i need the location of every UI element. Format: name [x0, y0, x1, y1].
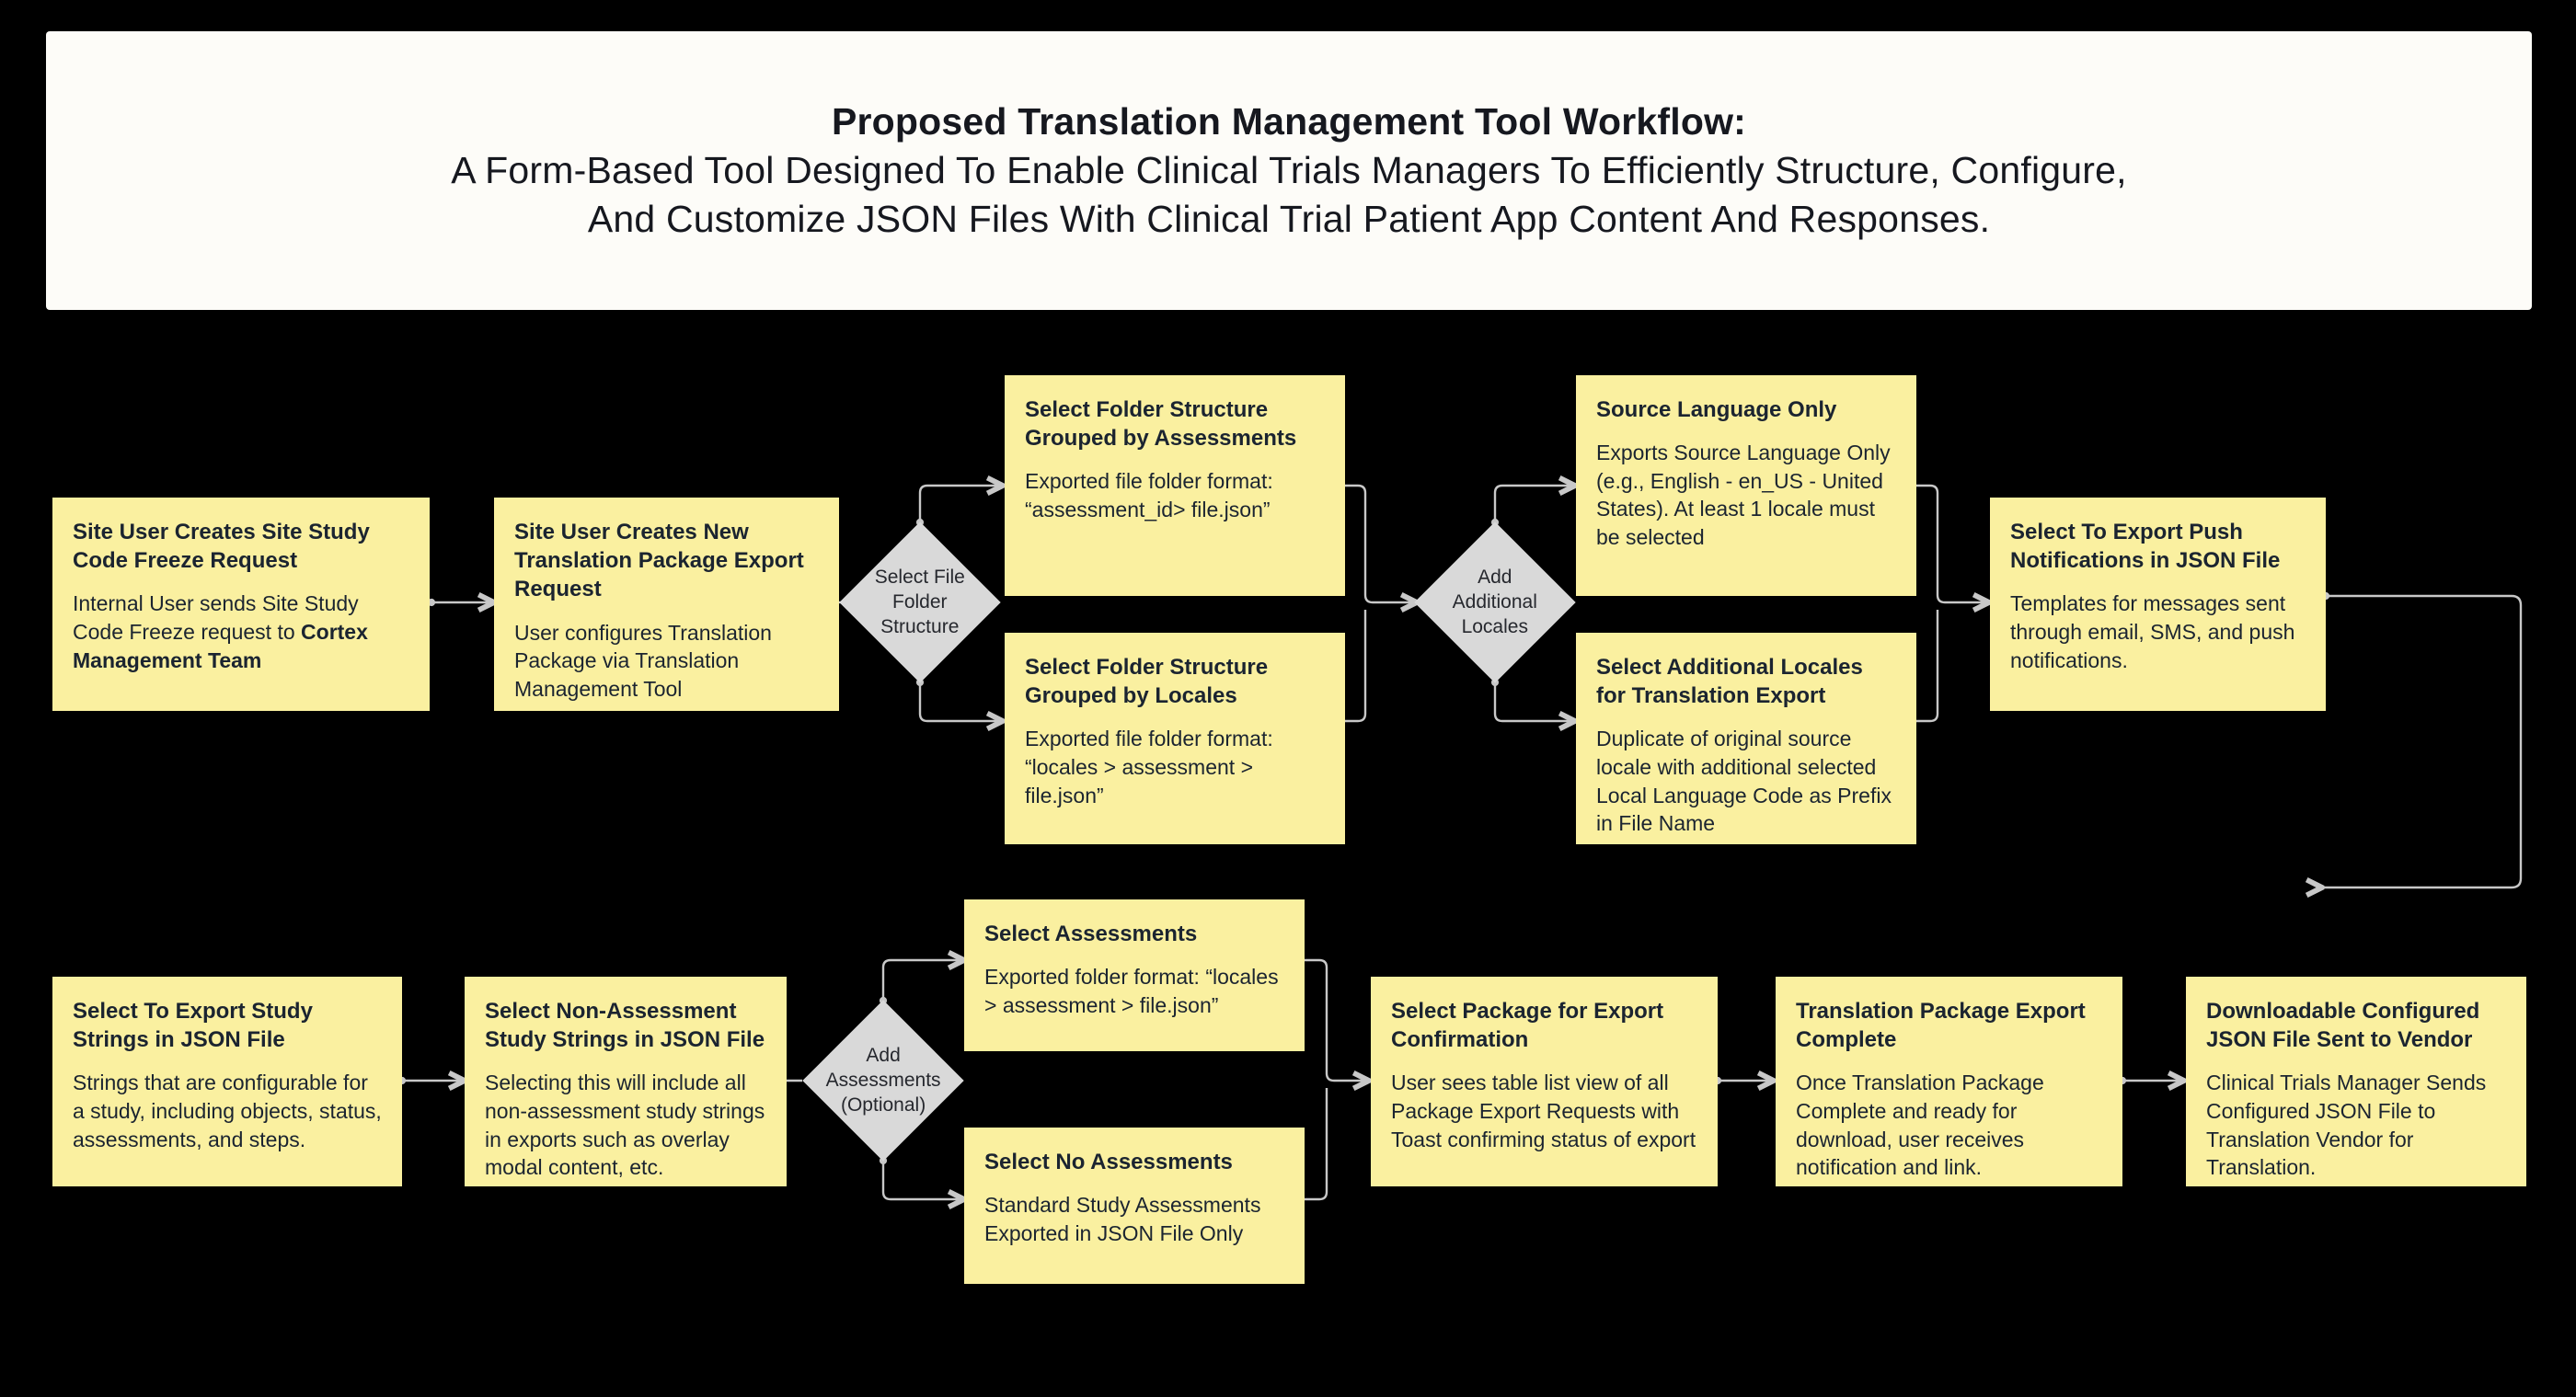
- node-select-no-assessments[interactable]: Select No Assessments Standard Study Ass…: [964, 1128, 1305, 1284]
- node-body: Exported file folder format: “assessment…: [1025, 469, 1273, 521]
- title-line-2: A Form-Based Tool Designed To Enable Cli…: [451, 148, 2127, 191]
- decision-add-additional-locales[interactable]: Add Additional Locales: [1414, 521, 1576, 683]
- node-body-emphasis: Cortex Management Team: [73, 619, 368, 672]
- decision-label: Add Additional Locales: [1452, 566, 1538, 637]
- node-title: Select No Assessments: [984, 1150, 1233, 1174]
- node-select-assessments[interactable]: Select Assessments Exported folder forma…: [964, 899, 1305, 1051]
- node-body-pre: Internal User sends Site Study Code Free…: [73, 591, 359, 644]
- node-body: Templates for messages sent through emai…: [2010, 591, 2295, 672]
- title-line-3: And Customize JSON Files With Clinical T…: [587, 198, 1991, 241]
- link-decision2-source-only: [1495, 486, 1575, 522]
- node-title: Select Package for Export Confirmation: [1391, 999, 1664, 1053]
- node-translation-package-export-complete[interactable]: Translation Package Export Complete Once…: [1776, 977, 2122, 1186]
- node-body: User sees table list view of all Package…: [1391, 1071, 1696, 1151]
- node-title: Select Assessments: [984, 922, 1198, 946]
- node-title: Select Folder Structure Grouped by Local…: [1025, 655, 1269, 709]
- link-locales-to-push: [1915, 484, 1989, 602]
- link-locales-merge: [1345, 610, 1367, 723]
- title-banner: Proposed Translation Management Tool Wor…: [46, 31, 2532, 310]
- node-body: Duplicate of original source locale with…: [1596, 727, 1892, 836]
- link-assessments-merge: [1345, 484, 1417, 602]
- decision-label: Add Assessments (Optional): [825, 1044, 941, 1116]
- node-body: Standard Study Assessments Exported in J…: [984, 1193, 1261, 1245]
- node-body: Exports Source Language Only (e.g., Engl…: [1596, 441, 1891, 549]
- node-source-language-only[interactable]: Source Language Only Exports Source Lang…: [1576, 375, 1916, 596]
- node-non-assessment-study-strings[interactable]: Select Non-Assessment Study Strings in J…: [465, 977, 787, 1186]
- node-title: Select To Export Push Notifications in J…: [2010, 520, 2281, 574]
- node-title: Downloadable Configured JSON File Sent t…: [2206, 999, 2480, 1053]
- node-title: Translation Package Export Complete: [1796, 999, 2086, 1053]
- node-new-translation-package-request[interactable]: Site User Creates New Translation Packag…: [494, 498, 839, 711]
- node-title: Select Folder Structure Grouped by Asses…: [1025, 397, 1297, 452]
- title-line-1: Proposed Translation Management Tool Wor…: [831, 99, 1747, 143]
- link-assessments-merge-row2: [1305, 958, 1369, 1081]
- node-select-package-export-confirmation[interactable]: Select Package for Export Confirmation U…: [1371, 977, 1718, 1186]
- node-title: Source Language Only: [1596, 397, 1837, 422]
- link-push-wrap-to-row2: [2322, 596, 2523, 887]
- node-export-push-notifications[interactable]: Select To Export Push Notifications in J…: [1990, 498, 2326, 711]
- link-decision1-locales: [920, 682, 1003, 721]
- link-additional-merge: [1915, 610, 1939, 723]
- node-title: Select Additional Locales for Translatio…: [1596, 655, 1863, 709]
- node-body: User configures Translation Package via …: [514, 620, 772, 701]
- node-title: Select To Export Study Strings in JSON F…: [73, 999, 313, 1053]
- decision-label: Select File Folder Structure: [874, 566, 966, 637]
- node-select-additional-locales[interactable]: Select Additional Locales for Translatio…: [1576, 633, 1916, 844]
- node-title: Site User Creates New Translation Packag…: [514, 520, 804, 602]
- link-decision1-assessments: [920, 486, 1003, 522]
- node-title: Select Non-Assessment Study Strings in J…: [485, 999, 765, 1053]
- node-body: Clinical Trials Manager Sends Configured…: [2206, 1071, 2487, 1180]
- link-no-assessments-merge: [1305, 1088, 1328, 1201]
- decision-select-file-folder-structure[interactable]: Select File Folder Structure: [839, 521, 1001, 683]
- node-folder-grouped-by-locales[interactable]: Select Folder Structure Grouped by Local…: [1005, 633, 1345, 844]
- node-body: Strings that are configurable for a stud…: [73, 1071, 382, 1151]
- node-json-file-sent-to-vendor[interactable]: Downloadable Configured JSON File Sent t…: [2186, 977, 2526, 1186]
- node-body: Internal User sends Site Study Code Free…: [73, 590, 409, 674]
- node-export-study-strings[interactable]: Select To Export Study Strings in JSON F…: [52, 977, 402, 1186]
- link-decision3-no-assessments: [883, 1161, 964, 1199]
- node-folder-grouped-by-assessments[interactable]: Select Folder Structure Grouped by Asses…: [1005, 375, 1345, 596]
- node-body: Exported folder format: “locales > asses…: [984, 965, 1279, 1017]
- node-title: Site User Creates Site Study Code Freeze…: [73, 520, 370, 574]
- link-decision2-additional: [1495, 682, 1575, 721]
- node-body: Exported file folder format: “locales > …: [1025, 727, 1273, 807]
- node-body: Once Translation Package Complete and re…: [1796, 1071, 2044, 1180]
- node-body: Selecting this will include all non-asse…: [485, 1071, 765, 1180]
- link-decision3-assessments: [883, 960, 964, 1001]
- node-site-code-freeze-request[interactable]: Site User Creates Site Study Code Freeze…: [52, 498, 430, 711]
- decision-add-assessments-optional[interactable]: Add Assessments (Optional): [802, 1000, 964, 1162]
